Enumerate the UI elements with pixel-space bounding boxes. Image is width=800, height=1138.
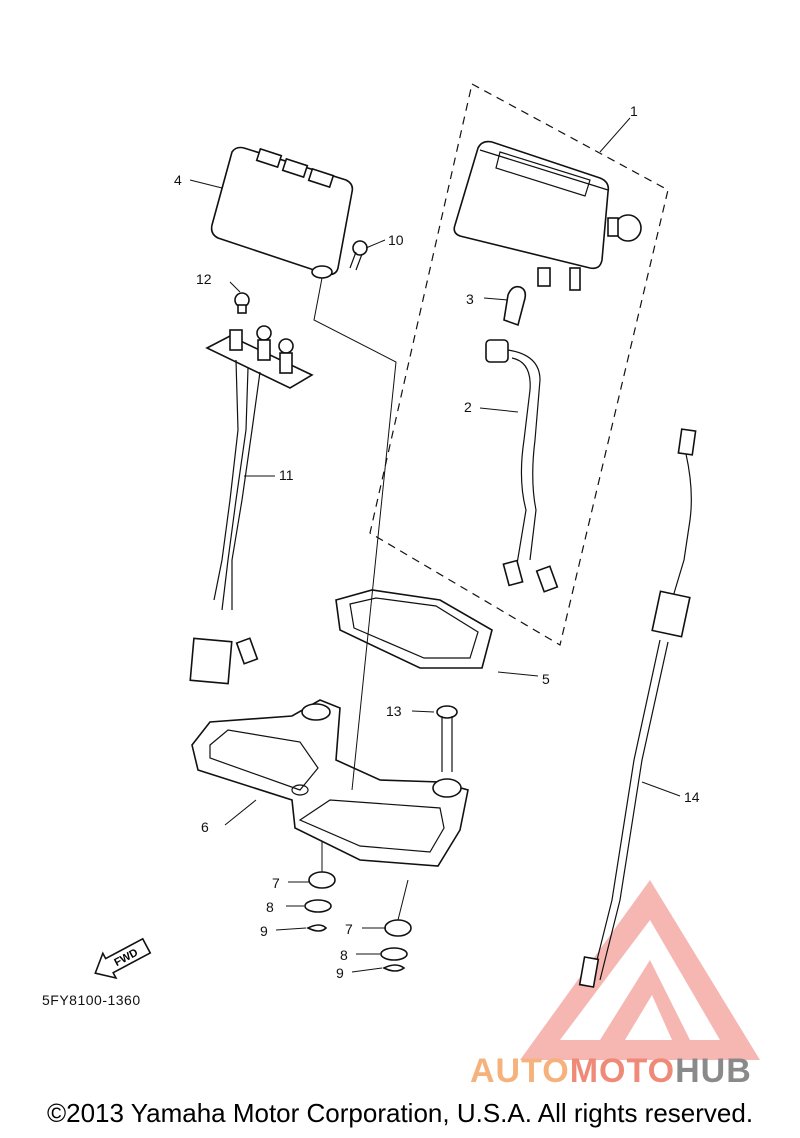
bolt-part [436,705,458,772]
copyright-notice: ©2013 Yamaha Motor Corporation, U.S.A. A… [46,1098,754,1128]
grommet-set-a [304,871,336,932]
callout-6: 6 [201,819,209,835]
leader-lines [189,117,681,973]
bracket-part [191,699,469,867]
callout-8b: 8 [340,947,348,963]
watermark-auto: AUTO [470,1052,570,1090]
callout-9b: 9 [336,965,344,981]
assembly-line [313,277,397,791]
callout-14: 14 [684,789,700,805]
gasket-part [335,589,493,669]
screw-part [349,240,368,271]
callout-12: 12 [196,271,212,287]
bulb-part [503,285,527,327]
watermark-logo [520,880,760,1060]
watermark-hub: HUB [675,1052,752,1090]
diagram-code: 5FY8100-1360 [42,992,141,1008]
meter-assembly-part [453,140,642,291]
assembly-line-2 [321,842,409,921]
callout-11: 11 [279,467,294,483]
callout-7a: 7 [272,875,280,891]
callout-10: 10 [388,232,404,248]
callout-5: 5 [542,671,550,687]
callout-2: 2 [464,399,472,415]
small-bulb-part [234,292,250,314]
wire-harness-part [485,339,559,593]
watermark-text: AUTOMOTOHUB [470,1052,752,1091]
callout-9a: 9 [260,923,268,939]
callout-8a: 8 [266,899,274,915]
callout-4: 4 [174,172,182,188]
fwd-arrow-icon: FWD [94,937,152,980]
callout-3: 3 [466,291,474,307]
callout-13: 13 [386,703,402,719]
callout-1: 1 [630,103,638,119]
meter-housing-part [210,146,354,279]
callout-7b: 7 [345,921,353,937]
assembly-outline [369,83,669,646]
watermark-moto: MOTO [569,1052,676,1090]
socket-harness-part [189,325,314,685]
cable-part [578,428,697,988]
